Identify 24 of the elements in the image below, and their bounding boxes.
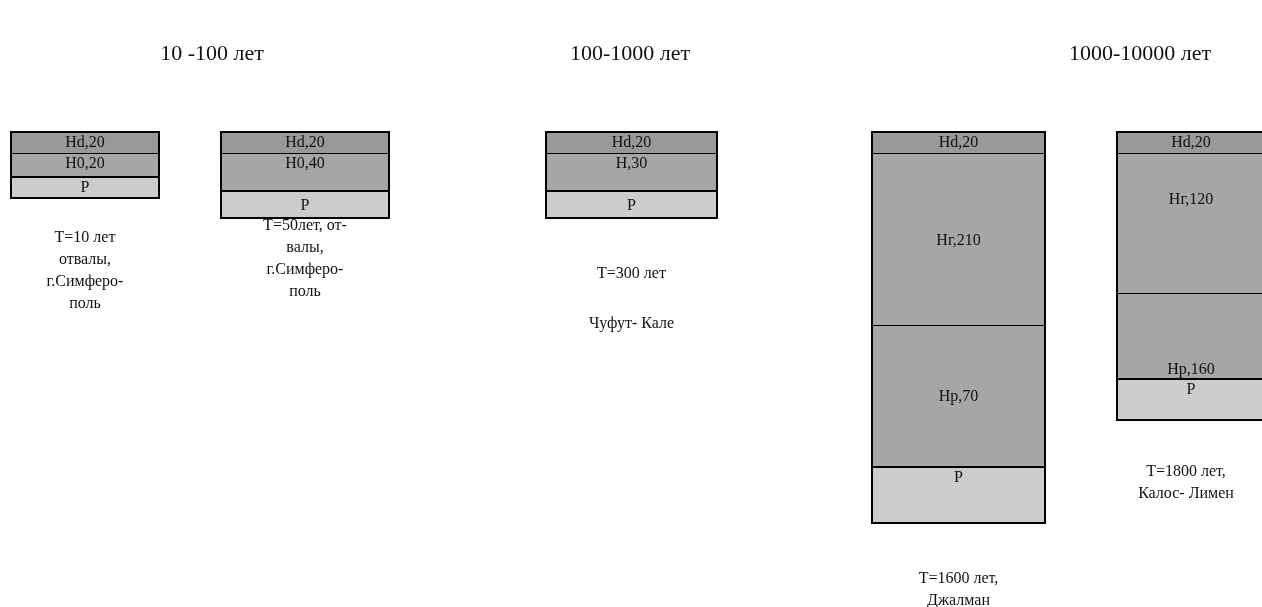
profile-caption: T=10 лет отвалы, г.Симферо- поль (45, 227, 125, 313)
soil-horizon: Hd,20 (1118, 133, 1262, 153)
age-range-heading: 100-1000 лет (569, 40, 691, 66)
soil-horizon: P (1118, 378, 1262, 419)
profile-caption: T=1800 лет, Калос- Лимен (1137, 461, 1235, 503)
soil-horizon: P (547, 190, 716, 217)
profile-caption: T=50лет, от- валы, г.Симферо- поль (262, 215, 348, 301)
soil-horizon: Hd,20 (547, 133, 716, 153)
soil-profile-column (871, 131, 1046, 524)
age-range-heading: 10 -100 лет (160, 40, 264, 66)
soil-horizon: Hр,160 (1118, 293, 1262, 378)
soil-profile-column (1116, 131, 1262, 421)
soil-horizon: Hd,20 (873, 133, 1044, 153)
soil-horizon: Hd,20 (12, 133, 158, 153)
soil-profile-column (10, 131, 160, 199)
soil-horizon: Hd,20 (222, 133, 388, 153)
soil-horizon: P (222, 190, 388, 217)
soil-profile-column (220, 131, 390, 219)
soil-horizon: P (873, 466, 1044, 522)
age-range-heading: 1000-10000 лет (1068, 40, 1212, 66)
profile-caption: Чуфут- Кале (587, 313, 676, 334)
profile-caption: T=300 лет (596, 263, 667, 283)
soil-horizon: P (12, 176, 158, 197)
soil-profile-column (545, 131, 718, 219)
